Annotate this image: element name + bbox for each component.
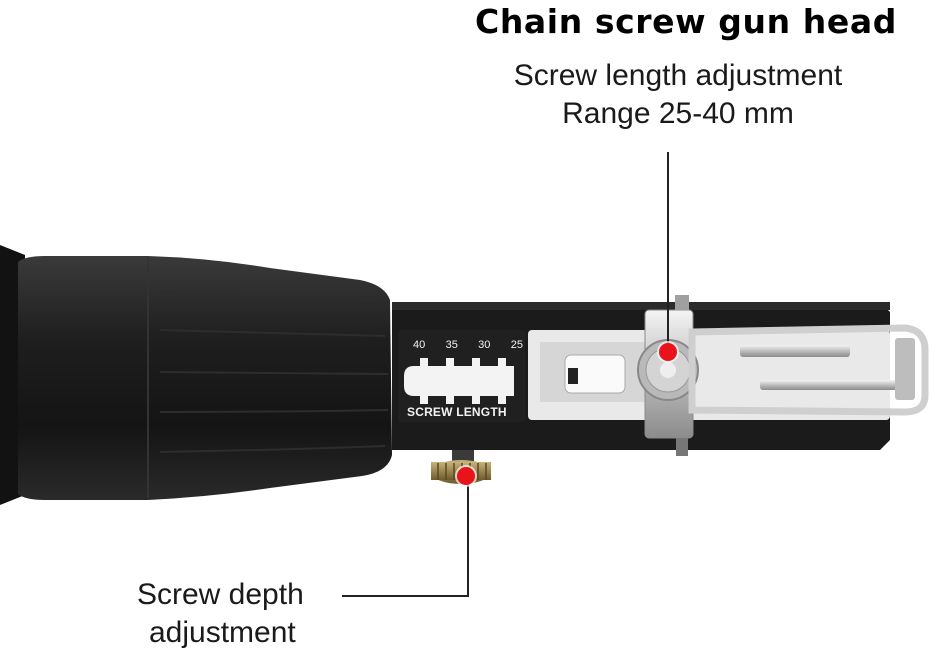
depth-callout-line1: Screw depth xyxy=(137,578,304,611)
grip-ridges xyxy=(159,291,389,453)
tool-grip xyxy=(18,256,392,500)
scale-number: 40 xyxy=(413,339,426,351)
depth-marker-dot xyxy=(457,467,475,485)
depth-leader-vertical xyxy=(467,478,469,596)
scale-number: 30 xyxy=(478,339,491,351)
length-leader-line xyxy=(667,152,669,352)
scale-ruler xyxy=(404,358,514,404)
scale-numbers: 40 35 30 25 xyxy=(413,339,523,351)
scale-label: SCREW LENGTH xyxy=(407,405,507,419)
length-callout-text: Screw length adjustment Range 25-40 mm xyxy=(483,57,873,133)
length-marker-dot xyxy=(659,343,677,361)
product-title: Chain screw gun head xyxy=(475,2,897,41)
depth-callout-text: Screw depth adjustment xyxy=(137,576,304,652)
scale-number: 35 xyxy=(445,339,458,351)
nose-guide xyxy=(688,324,929,416)
depth-callout-line2: adjustment xyxy=(149,616,296,649)
depth-leader-horizontal xyxy=(342,595,469,597)
scale-number: 25 xyxy=(510,339,523,351)
length-callout-line1: Screw length adjustment xyxy=(513,59,843,92)
length-callout-line2: Range 25-40 mm xyxy=(562,97,794,130)
